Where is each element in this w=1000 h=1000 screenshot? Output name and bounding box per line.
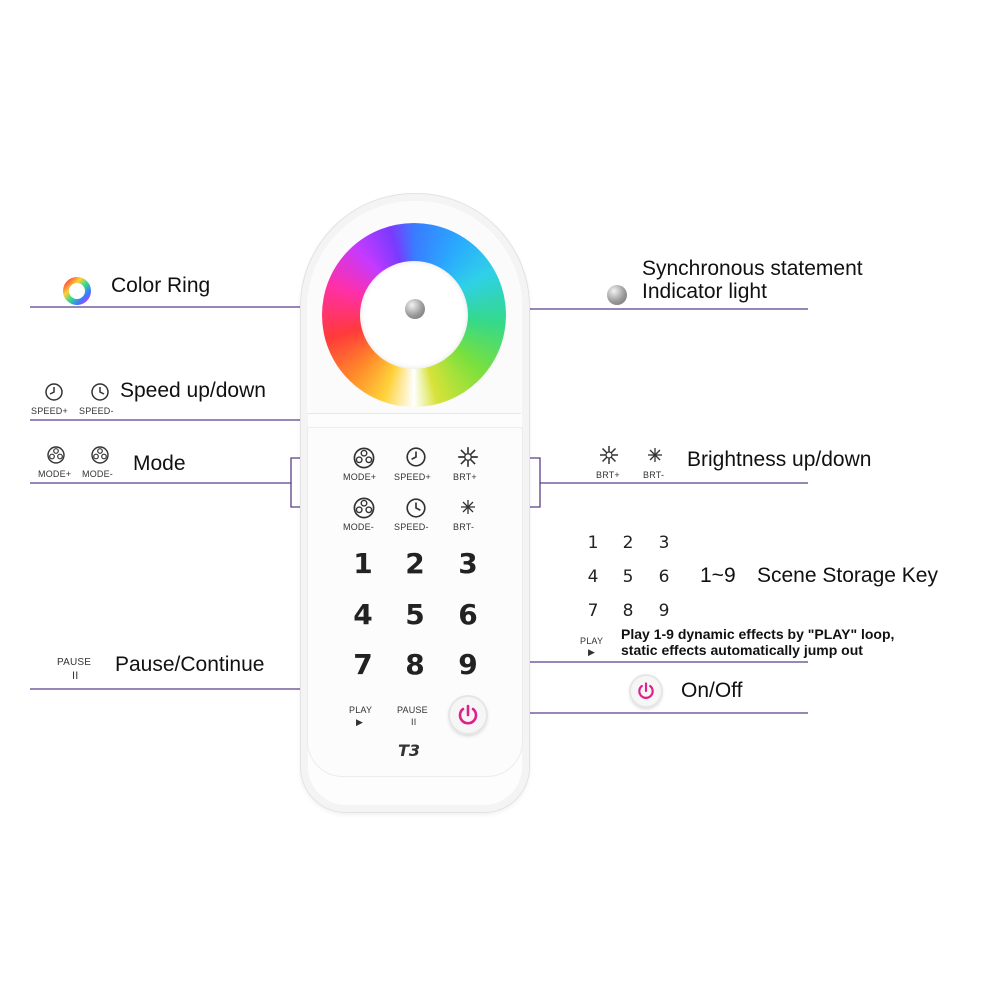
- speed-plus-legend-icon: [45, 383, 63, 401]
- mode-plus-button[interactable]: MODE+: [343, 472, 377, 482]
- brt-minus-icon[interactable]: [459, 498, 477, 516]
- power-legend-icon: [638, 682, 654, 699]
- legend-digit-2: 2: [622, 533, 634, 553]
- speed-plus-icon[interactable]: [405, 446, 427, 468]
- pause-legend-icon: II: [72, 670, 79, 682]
- power-icon: [458, 704, 478, 725]
- legend-digit-6: 6: [658, 567, 670, 587]
- digit-key-8[interactable]: 8: [405, 648, 425, 681]
- digit-key-6[interactable]: 6: [458, 598, 478, 631]
- mode-plus-legend-text: MODE+: [38, 469, 72, 479]
- play-legend-text: PLAY: [580, 636, 604, 646]
- brt-plus-icon[interactable]: [456, 445, 480, 469]
- sync-label-line1: Synchronous statement: [642, 257, 863, 280]
- speed-minus-button[interactable]: SPEED-: [394, 522, 429, 532]
- brt-minus-legend-icon: [648, 448, 662, 462]
- speed-plus-button[interactable]: SPEED+: [394, 472, 431, 482]
- speed-minus-icon[interactable]: [405, 497, 427, 519]
- mode-minus-icon[interactable]: [352, 496, 376, 520]
- power-button[interactable]: [450, 697, 486, 733]
- indicator-legend-icon: [607, 285, 627, 305]
- power-legend-button: [631, 676, 661, 706]
- legend-digit-1: 1: [587, 533, 599, 553]
- color-ring-label: Color Ring: [111, 274, 211, 297]
- brt-minus-button[interactable]: BRT-: [453, 522, 475, 532]
- speed-minus-legend-icon: [91, 383, 109, 401]
- digit-key-7[interactable]: 7: [353, 648, 373, 681]
- digit-key-3[interactable]: 3: [458, 547, 478, 580]
- legend-digit-7: 7: [587, 601, 599, 621]
- mode-plus-legend-icon: [47, 446, 65, 464]
- digit-key-1[interactable]: 1: [353, 547, 373, 580]
- play-button[interactable]: PLAY: [349, 705, 373, 715]
- scene-label: Scene Storage Key: [757, 564, 938, 587]
- play-legend-icon: ▶: [588, 647, 596, 657]
- scene-range-label: 1~9: [700, 564, 736, 587]
- mode-minus-legend-icon: [91, 446, 109, 464]
- legend-digit-3: 3: [658, 533, 670, 553]
- indicator-light-icon: [405, 299, 425, 319]
- pause-legend-text: PAUSE: [57, 657, 92, 668]
- pause-button[interactable]: PAUSE: [397, 705, 428, 715]
- legend-digit-5: 5: [622, 567, 634, 587]
- brt-plus-button[interactable]: BRT+: [453, 472, 477, 482]
- brt-plus-legend-text: BRT+: [596, 470, 620, 480]
- mode-minus-button[interactable]: MODE-: [343, 522, 374, 532]
- digit-key-9[interactable]: 9: [458, 648, 478, 681]
- legend-digit-8: 8: [622, 601, 634, 621]
- play-icon[interactable]: ▶: [356, 717, 364, 727]
- mode-plus-icon[interactable]: [352, 446, 376, 470]
- color-ring-icon: [63, 277, 91, 305]
- digit-key-2[interactable]: 2: [405, 547, 425, 580]
- legend-digit-4: 4: [587, 567, 599, 587]
- speed-label: Speed up/down: [120, 379, 266, 402]
- pause-label: Pause/Continue: [115, 653, 265, 676]
- pause-icon[interactable]: II: [411, 717, 417, 727]
- digit-key-5[interactable]: 5: [405, 598, 425, 631]
- legend-digit-9: 9: [658, 601, 670, 621]
- brt-minus-legend-text: BRT-: [643, 470, 665, 480]
- brightness-label: Brightness up/down: [687, 448, 872, 471]
- brand-logo: T3: [398, 741, 421, 760]
- key-panel: [307, 427, 523, 777]
- sync-label-line2: Indicator light: [642, 280, 767, 303]
- onoff-label: On/Off: [681, 679, 743, 702]
- speed-minus-legend-text: SPEED-: [79, 406, 114, 416]
- brt-plus-legend-icon: [600, 446, 618, 464]
- mode-minus-legend-text: MODE-: [82, 469, 113, 479]
- speed-plus-legend-text: SPEED+: [31, 406, 68, 416]
- digit-key-4[interactable]: 4: [353, 598, 373, 631]
- play-note-line1: Play 1-9 dynamic effects by "PLAY" loop,: [621, 626, 895, 642]
- play-note-line2: static effects automatically jump out: [621, 642, 863, 658]
- mode-label: Mode: [133, 452, 186, 475]
